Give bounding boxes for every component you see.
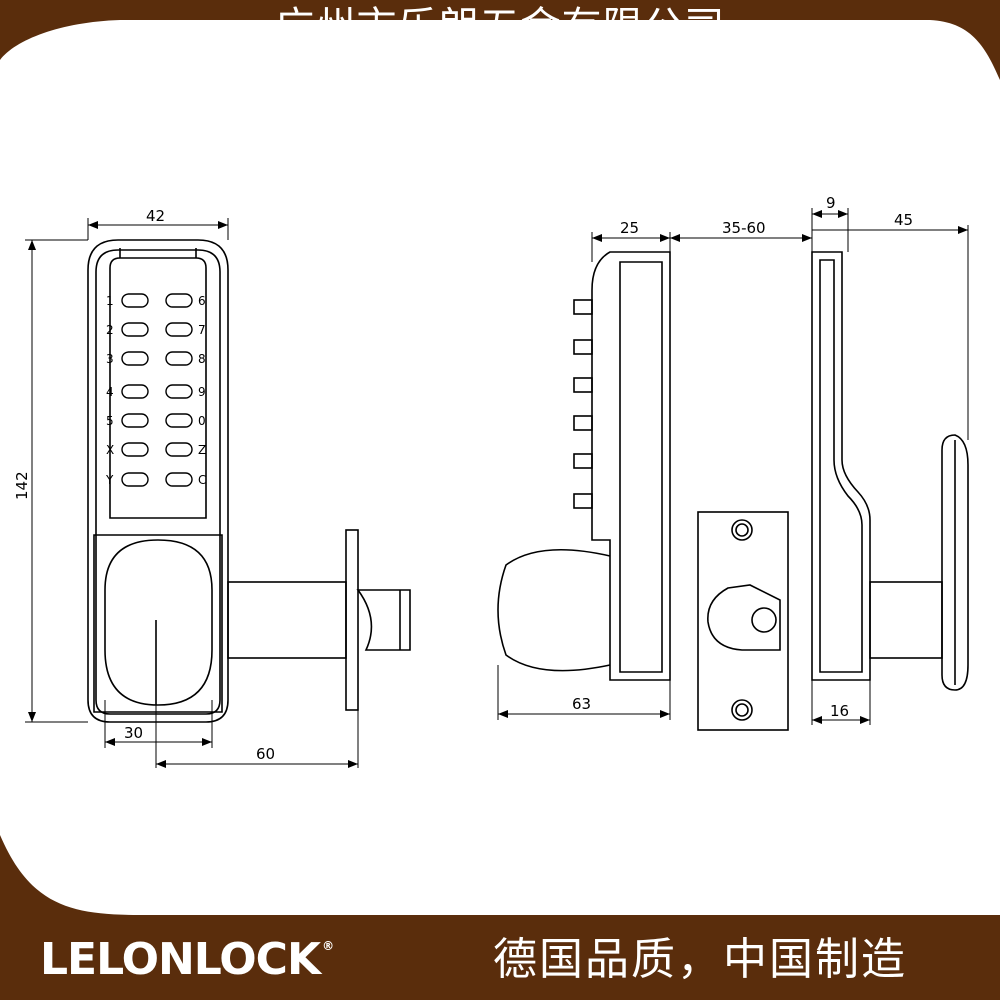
- key-2-button: [121, 322, 149, 337]
- key-label-left: 3: [106, 352, 114, 366]
- dimension-arrowheads: [28, 210, 968, 768]
- company-name: 广州市乐朗五金有限公司: [274, 4, 726, 50]
- latch-spindle: [227, 581, 347, 659]
- header-banner: [0, 0, 1000, 80]
- inner-handle: [941, 434, 969, 691]
- brand-logo: LELONLOCK®: [40, 930, 370, 990]
- key-0-button: [165, 413, 193, 428]
- key-1-button: [121, 293, 149, 308]
- side-knob: [497, 548, 611, 672]
- dim-backset: 60: [256, 745, 275, 763]
- key-3-button: [121, 351, 149, 366]
- dim-total-depth: 63: [572, 695, 591, 713]
- footer-banner: [0, 835, 1000, 1000]
- key-label-right: 9: [198, 385, 206, 399]
- dim-inner-spindle: 16: [830, 702, 849, 720]
- knob-housing: [93, 534, 223, 713]
- key-z-button: [165, 442, 193, 457]
- key-5-button: [121, 413, 149, 428]
- dimension-lines: [25, 208, 969, 768]
- dim-inner-plate: 9: [826, 194, 836, 212]
- key-label-left: 5: [106, 414, 114, 428]
- key-label-right: Z: [198, 443, 206, 457]
- side-body-outline: [591, 251, 671, 681]
- key-7-button: [165, 322, 193, 337]
- registered-mark: ®: [322, 939, 334, 953]
- latch-bolt: [356, 589, 411, 651]
- side-body-inner: [619, 261, 663, 673]
- dim-inner-handle: 45: [894, 211, 913, 229]
- inner-view: [811, 251, 969, 691]
- key-label-right: 7: [198, 323, 206, 337]
- key-c-button: [165, 472, 193, 487]
- key-label-left: Y: [105, 473, 114, 487]
- key-label-left: 4: [106, 385, 114, 399]
- knob-oval: [104, 539, 213, 706]
- front-body-outline: [87, 239, 229, 723]
- slogan: 德国品质，中国制造: [493, 934, 907, 985]
- side-view: [497, 251, 671, 681]
- keypad-labels: 1 2 3 4 5 X Y 6 7 8 9 0 Z C: [105, 294, 206, 487]
- key-label-right: C: [198, 473, 206, 487]
- dim-width-front: 42: [146, 207, 165, 225]
- key-8-button: [165, 351, 193, 366]
- dim-height-front: 142: [13, 471, 31, 500]
- brand-logo-text: LELONLOCK: [40, 934, 321, 985]
- key-label-left: 2: [106, 323, 114, 337]
- key-label-right: 8: [198, 352, 206, 366]
- key-label-left: 1: [106, 294, 114, 308]
- key-6-button: [165, 293, 193, 308]
- keypad-buttons: [121, 293, 193, 487]
- key-y-button: [121, 472, 149, 487]
- front-view: [87, 239, 411, 723]
- key-9-button: [165, 384, 193, 399]
- key-x-button: [121, 442, 149, 457]
- strike-plate: [697, 511, 789, 731]
- side-key-stems: [573, 299, 593, 509]
- key-label-right: 0: [198, 414, 206, 428]
- dim-door-thickness: 35-60: [722, 219, 766, 237]
- latch-faceplate: [345, 529, 359, 711]
- inner-spindle-rod: [869, 581, 943, 659]
- key-4-button: [121, 384, 149, 399]
- dimension-labels: 42 142 30 60 25 35-60 63 9 45 16: [13, 194, 913, 763]
- key-label-left: X: [106, 443, 114, 457]
- dim-side-depth: 25: [620, 219, 639, 237]
- inner-plate: [811, 251, 871, 681]
- dim-knob-width: 30: [124, 724, 143, 742]
- key-label-right: 6: [198, 294, 206, 308]
